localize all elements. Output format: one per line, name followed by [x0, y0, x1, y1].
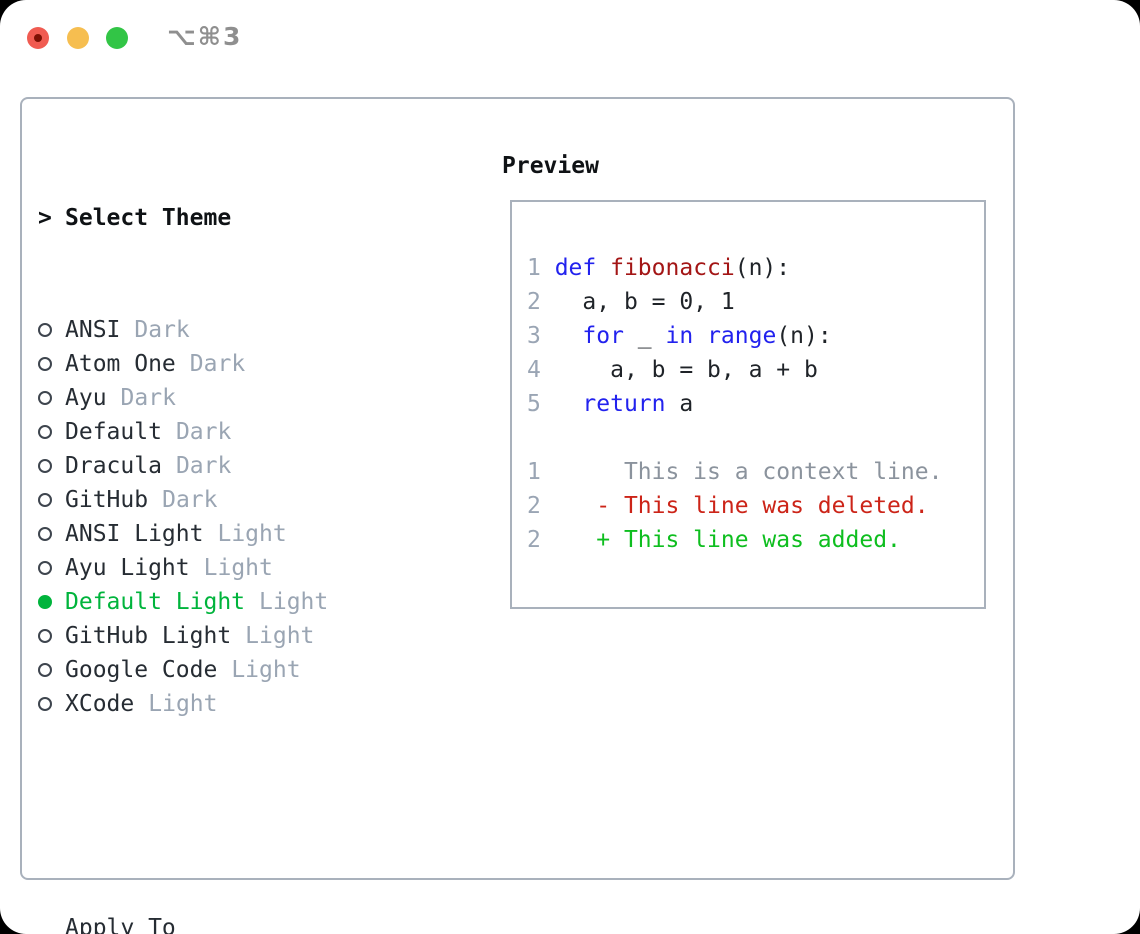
radio-icon [38, 459, 65, 473]
theme-variant-label: Light [203, 555, 273, 581]
zoom-button[interactable] [106, 27, 128, 49]
option-label: ANSI [65, 317, 121, 343]
theme-variant-label: Dark [120, 385, 176, 411]
close-button[interactable] [27, 27, 49, 49]
theme-variant-label: Light [148, 691, 218, 717]
theme-option[interactable]: ANSI Dark [38, 313, 426, 347]
window-title: ⌥⌘3 [167, 22, 243, 51]
option-label: Dracula [65, 453, 162, 479]
radio-icon [38, 527, 65, 541]
code-line: 1 def fibonacci(n): [527, 255, 791, 281]
theme-variant-label: Dark [134, 317, 190, 343]
theme-variant-label: Dark [175, 453, 232, 479]
option-label: XCode [65, 691, 135, 717]
code-line: 3 for _ in range(n): [527, 323, 832, 349]
code-line: 2 + This line was added. [527, 527, 901, 553]
theme-variant-label: Dark [189, 351, 246, 377]
option-label: Atom One [65, 351, 176, 377]
theme-variant-label: Light [231, 657, 301, 683]
theme-option[interactable]: Default Light Light [38, 585, 426, 619]
radio-icon [38, 493, 65, 507]
code-line: 4 a, b = b, a + b [527, 357, 818, 383]
theme-variant-label: Dark [162, 487, 218, 513]
theme-variant-label: Light [259, 589, 329, 615]
selected-radio-icon [38, 595, 65, 609]
radio-icon [38, 561, 65, 575]
preview-title: Preview [502, 153, 599, 179]
theme-option[interactable]: XCode Light [38, 687, 426, 721]
select-theme-title: Select Theme [65, 205, 232, 231]
minimize-button[interactable] [67, 27, 89, 49]
theme-variant-label: Light [217, 521, 287, 547]
theme-option[interactable]: Ayu Light Light [38, 551, 426, 585]
option-label: GitHub Light [65, 623, 232, 649]
option-label: Default [65, 419, 162, 445]
radio-icon [38, 323, 65, 337]
unsaved-changes-dot [34, 34, 42, 42]
theme-option[interactable]: Ayu Dark [38, 381, 426, 415]
list-gap [38, 799, 426, 833]
radio-icon [38, 663, 65, 677]
radio-icon [38, 391, 65, 405]
preview-box: 1 def fibonacci(n): 2 a, b = 0, 1 3 for … [510, 200, 986, 609]
select-theme-header: > Select Theme [38, 201, 426, 235]
theme-variant-label: Dark [175, 419, 232, 445]
theme-option[interactable]: GitHub Light Light [38, 619, 426, 653]
apply-to-header: Apply To [38, 911, 426, 934]
theme-option[interactable]: Atom One Dark [38, 347, 426, 381]
radio-icon [38, 697, 65, 711]
theme-option[interactable]: ANSI Light Light [38, 517, 426, 551]
theme-option[interactable]: Dracula Dark [38, 449, 426, 483]
option-label: Ayu [65, 385, 107, 411]
theme-option[interactable]: Google Code Light [38, 653, 426, 687]
option-label: Ayu Light [65, 555, 190, 581]
code-line: 2 a, b = 0, 1 [527, 289, 735, 315]
code-line: 5 return a [527, 391, 694, 417]
radio-icon [38, 425, 65, 439]
apply-to-title: Apply To [65, 915, 176, 934]
option-label: Default Light [65, 589, 246, 615]
option-label: ANSI Light [65, 521, 204, 547]
radio-icon [38, 629, 65, 643]
theme-option[interactable]: Default Dark [38, 415, 426, 449]
code-line: 1 This is a context line. [527, 459, 943, 485]
theme-option[interactable]: GitHub Dark [38, 483, 426, 517]
option-label: Google Code [65, 657, 218, 683]
option-label: GitHub [65, 487, 149, 513]
selection-cursor-icon: > [38, 205, 52, 231]
radio-icon [38, 357, 65, 371]
code-line: 2 - This line was deleted. [527, 493, 929, 519]
code-preview: 1 def fibonacci(n): 2 a, b = 0, 1 3 for … [527, 251, 942, 557]
theme-variant-label: Light [245, 623, 315, 649]
